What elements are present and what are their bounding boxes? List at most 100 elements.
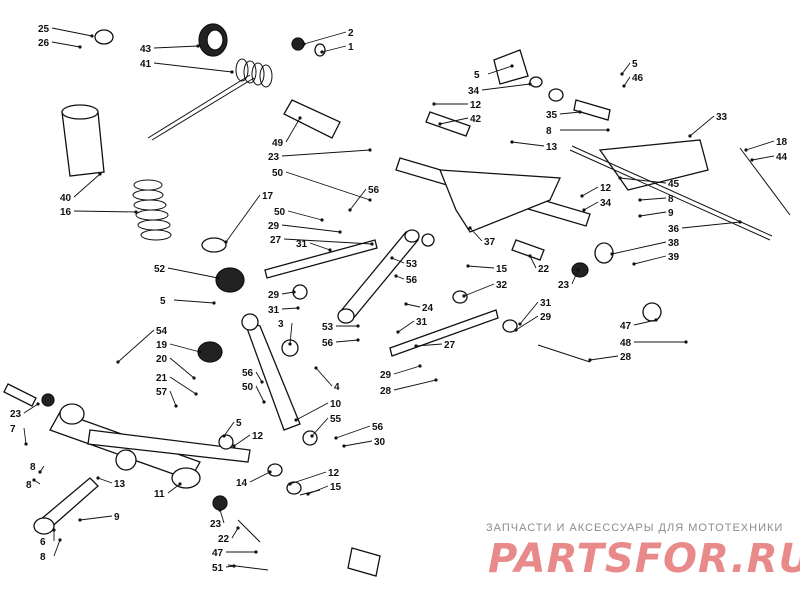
callout-27: 27 xyxy=(414,340,456,351)
leader-line xyxy=(321,45,347,53)
callout-44: 44 xyxy=(750,152,788,163)
callout-23: 23 xyxy=(10,402,40,420)
leader-line xyxy=(415,343,443,347)
leader-dot xyxy=(390,256,394,260)
leader-dot xyxy=(462,294,466,298)
callout-number: 42 xyxy=(470,114,482,125)
callout-number: 47 xyxy=(620,321,632,332)
callout-8: 8 xyxy=(546,126,610,137)
callout-number: 22 xyxy=(538,264,550,275)
leader-line xyxy=(51,27,93,37)
callout-number: 56 xyxy=(322,338,334,349)
leader-line xyxy=(255,371,263,383)
callout-21: 21 xyxy=(156,373,198,396)
callout-23: 23 xyxy=(558,268,580,291)
callout-8: 8 xyxy=(40,538,62,563)
leader-line xyxy=(511,141,545,147)
callout-39: 39 xyxy=(632,252,680,266)
callout-56: 56 xyxy=(322,338,360,349)
callout-54: 54 xyxy=(116,326,168,364)
callout-number: 12 xyxy=(600,183,612,194)
leader-dot xyxy=(620,72,624,76)
leader-line xyxy=(51,41,81,48)
leader-line xyxy=(169,357,195,379)
callout-number: 30 xyxy=(374,437,386,448)
callout-number: 50 xyxy=(272,168,284,179)
leader-dot xyxy=(466,264,470,268)
leader-dot xyxy=(632,262,636,266)
leader-dot xyxy=(356,324,360,328)
callout-12: 12 xyxy=(432,100,482,111)
leader-dot xyxy=(610,252,614,256)
leader-dot xyxy=(582,208,586,212)
callout-18: 18 xyxy=(744,137,788,152)
leader-dot xyxy=(292,290,296,294)
leader-line xyxy=(571,269,579,285)
leader-dot xyxy=(320,218,324,222)
part-drawings xyxy=(3,23,791,577)
leader-dot xyxy=(222,434,226,438)
leader-dot xyxy=(334,436,338,440)
callout-43: 43 xyxy=(140,44,200,55)
callout-56: 56 xyxy=(334,422,384,440)
leader-line xyxy=(529,255,537,269)
leader-line xyxy=(519,301,539,325)
leader-line xyxy=(467,265,495,269)
leader-line xyxy=(639,197,667,201)
callout-number: 8 xyxy=(26,480,32,491)
leader-line xyxy=(281,307,299,310)
callout-number: 5 xyxy=(236,418,242,429)
leader-dot xyxy=(418,364,422,368)
callout-34: 34 xyxy=(468,82,532,97)
callout-number: 4 xyxy=(334,382,340,393)
callout-28: 28 xyxy=(588,352,632,363)
callout-42: 42 xyxy=(438,114,482,126)
callout-number: 15 xyxy=(496,264,508,275)
leader-dot xyxy=(518,322,522,326)
watermark-logo: PARTSFOR.RU xyxy=(488,536,800,582)
leader-dot xyxy=(98,172,102,176)
callout-16: 16 xyxy=(60,207,138,218)
callout-48: 48 xyxy=(620,338,688,349)
leader-dot xyxy=(262,400,266,404)
leader-line xyxy=(633,319,657,326)
callout-55: 55 xyxy=(310,414,342,438)
callout-8: 8 xyxy=(638,194,674,205)
callout-3: 3 xyxy=(278,319,293,346)
callout-number: 56 xyxy=(372,422,384,433)
callout-19: 19 xyxy=(156,340,202,354)
leader-line xyxy=(53,539,61,557)
callout-13: 13 xyxy=(510,140,558,153)
leader-dot xyxy=(178,482,182,486)
callout-12: 12 xyxy=(232,431,264,448)
callout-22: 22 xyxy=(528,254,550,275)
leader-line xyxy=(311,417,329,437)
callout-8: 8 xyxy=(26,478,41,491)
callout-number: 23 xyxy=(268,152,280,163)
leader-dot xyxy=(622,84,626,88)
leader-dot xyxy=(370,242,374,246)
leader-dot xyxy=(654,318,658,322)
callout-number: 46 xyxy=(632,73,644,84)
leader-line xyxy=(751,155,775,161)
callout-number: 6 xyxy=(40,537,46,548)
callout-24: 24 xyxy=(404,302,434,314)
callout-number: 29 xyxy=(268,290,280,301)
leader-dot xyxy=(432,102,436,106)
leader-dot xyxy=(38,470,42,474)
callout-number: 20 xyxy=(156,354,168,365)
callout-number: 22 xyxy=(218,534,230,545)
callout-5: 5 xyxy=(222,418,242,438)
leader-dot xyxy=(320,50,324,54)
callout-number: 43 xyxy=(140,44,152,55)
leader-dot xyxy=(618,176,622,180)
leader-line xyxy=(639,211,667,217)
leader-line xyxy=(169,390,177,407)
callout-number: 9 xyxy=(114,512,120,523)
leader-line xyxy=(681,221,741,229)
callout-number: 25 xyxy=(38,24,50,35)
leader-line xyxy=(153,45,199,49)
callout-32: 32 xyxy=(462,280,508,298)
callout-number: 50 xyxy=(242,382,254,393)
